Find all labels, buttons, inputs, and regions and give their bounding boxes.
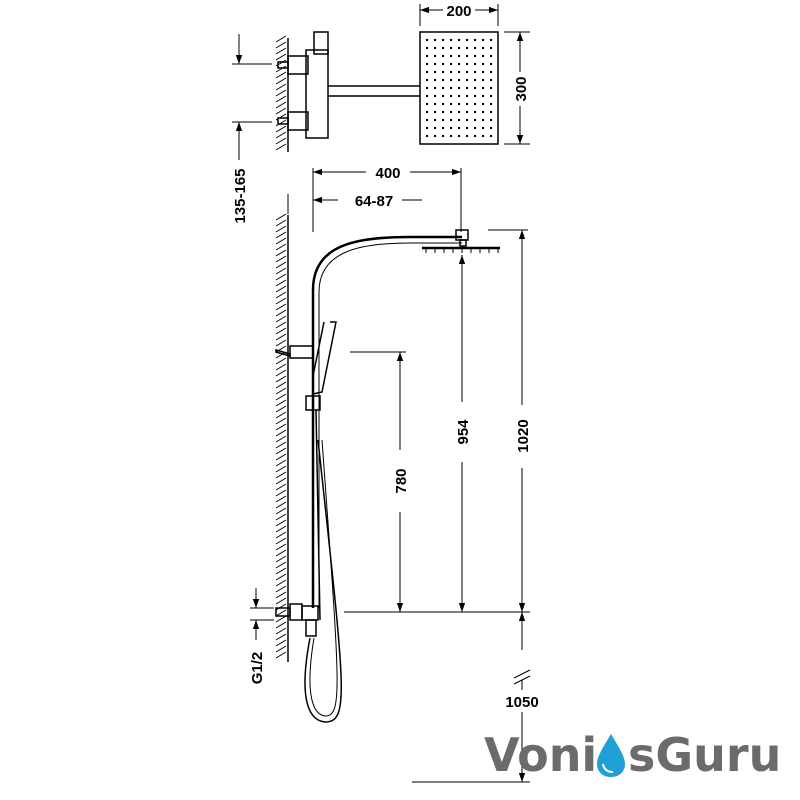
riser-pipe (311, 235, 462, 608)
dim-slider-height: 780 (393, 468, 410, 493)
showerhead-nozzles (425, 38, 493, 138)
water-drop-icon (597, 734, 625, 777)
dim-showerhead-height: 300 (513, 76, 530, 101)
brand-logo: Voni sGuru (484, 728, 781, 782)
mixer-handle (313, 31, 329, 55)
dim-total-height: 1020 (515, 419, 532, 452)
dim-wall-offset: 64-87 (355, 193, 393, 210)
inlet-valve-upper (277, 55, 309, 75)
rainhead-side (425, 249, 499, 253)
head-connector (455, 229, 469, 241)
dim-arm-projection: 400 (375, 165, 400, 182)
dim-connection: G1/2 (249, 652, 266, 685)
dim-inlet-centres: 135-165 (232, 168, 249, 223)
dim-head-height: 954 (455, 419, 472, 445)
wall-bracket (275, 345, 314, 359)
brand-text-part1: Voni (484, 728, 597, 782)
bottom-connection (275, 603, 319, 637)
hand-shower (312, 321, 337, 395)
dim-showerhead-width: 200 (446, 3, 471, 20)
flexible-hose (304, 439, 343, 723)
showerhead-top-view (419, 31, 499, 145)
brand-text-part2: sGuru (628, 728, 781, 782)
top-view: 200 300 135-165 (232, 3, 530, 224)
slider-bracket (305, 395, 321, 411)
thermostatic-mixer (305, 49, 329, 139)
wall-hatch-side (275, 213, 287, 659)
side-view: 400 64-87 (249, 165, 539, 783)
inlet-valve-lower (277, 111, 309, 131)
wall-hatch-top (275, 35, 287, 151)
dim-floor-height: 1050 (505, 694, 538, 711)
